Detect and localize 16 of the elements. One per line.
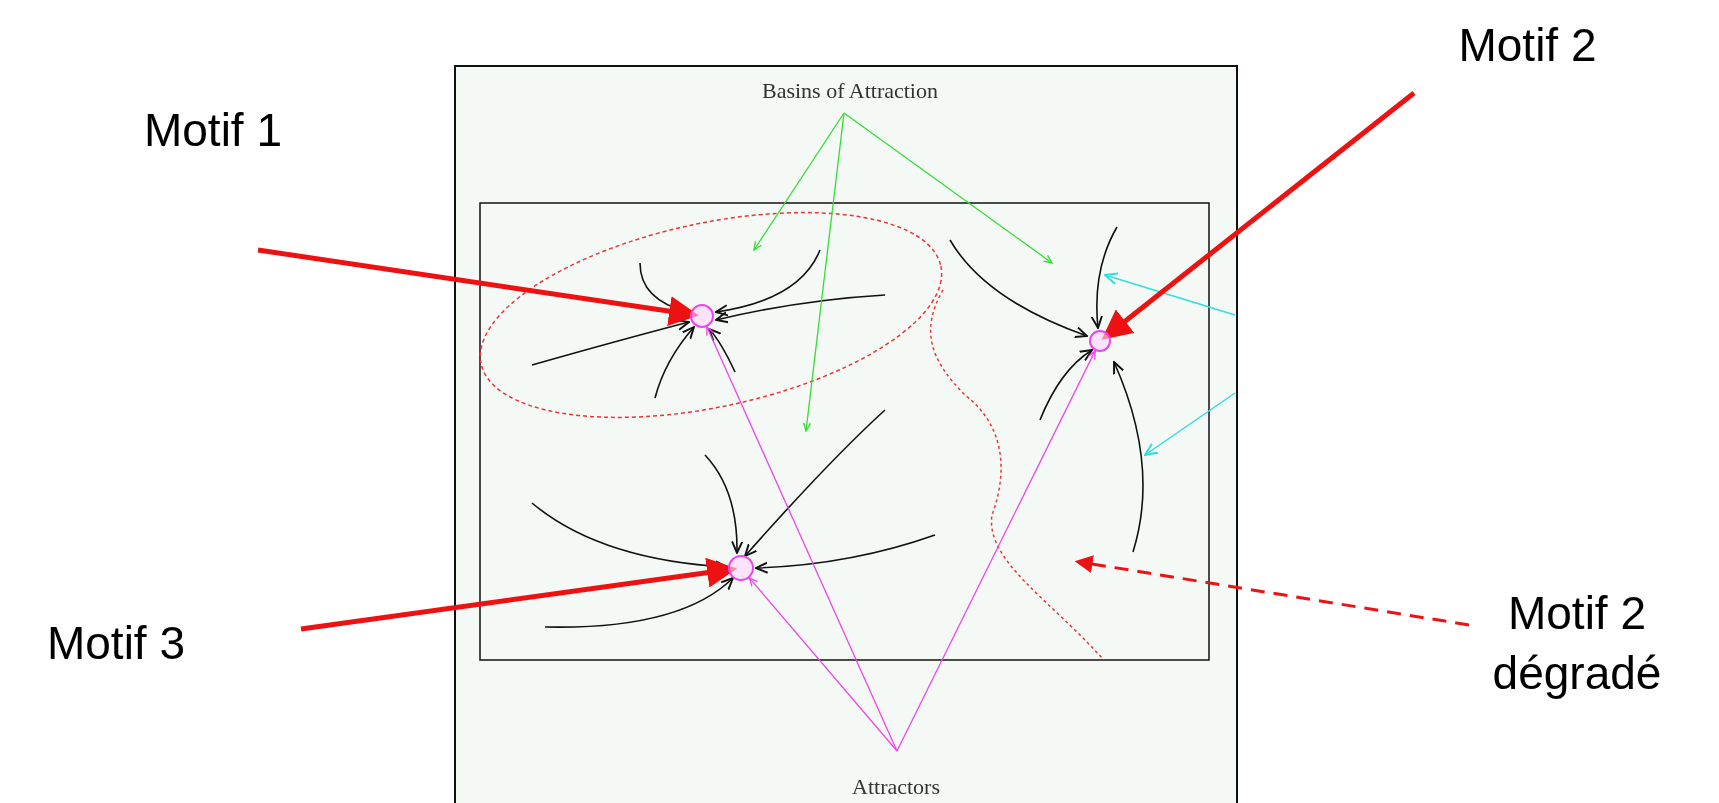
- arrow: [896, 350, 1096, 752]
- arrow: [802, 112, 845, 432]
- motif-label: Motif 2 dégradé: [1462, 574, 1692, 714]
- arrow: [1101, 91, 1416, 340]
- arrow: [748, 577, 898, 752]
- motif-label: Motif 1: [118, 100, 308, 160]
- basins-label: Basins of Attraction: [700, 76, 1000, 104]
- arrow: [706, 326, 898, 752]
- arrow: [753, 112, 845, 251]
- arrow: [1074, 555, 1470, 627]
- arrow: [257, 247, 700, 326]
- attractors-label: Attractors: [818, 772, 974, 800]
- arrow: [843, 112, 1053, 264]
- motif-label: Motif 3: [16, 612, 216, 674]
- arrow: [300, 557, 738, 632]
- motif-label: Motif 2: [1425, 14, 1630, 76]
